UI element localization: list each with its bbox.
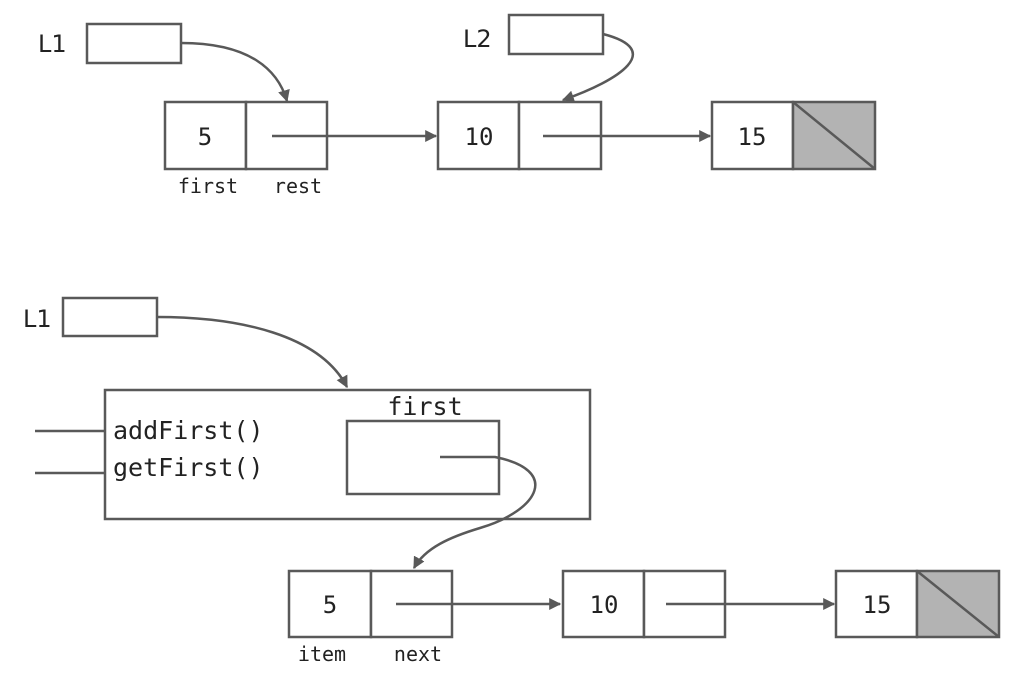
get-first-method-label: getFirst(): [113, 453, 264, 482]
top-node-3-value: 15: [738, 123, 767, 151]
top-node-3-first-cell: [710, 100, 795, 171]
top-first-field-label: first: [178, 174, 238, 198]
top-l2-pointer-box: [507, 13, 605, 56]
bottom-node-1-item-cell: [287, 569, 373, 639]
item-field-label: item: [298, 642, 346, 666]
bottom-node-2-item-cell: [561, 569, 646, 639]
top-diagram: L1 L2 5 first rest 10 15: [38, 13, 877, 198]
top-node-1-value: 5: [198, 123, 212, 151]
bottom-l1-label: L1: [23, 305, 52, 333]
top-l1-pointer-box: [85, 22, 183, 65]
top-l2-arrow: [561, 32, 635, 103]
bottom-diagram: L1 addFirst() getFirst() first 5 item ne…: [23, 296, 1001, 666]
add-first-method-label: addFirst(): [113, 416, 264, 445]
top-l1-label: L1: [38, 30, 67, 58]
first-field-arrow: [412, 455, 537, 570]
bottom-node-3-value: 15: [863, 591, 892, 619]
top-l2-label: L2: [463, 25, 492, 53]
bottom-node-3-null-slash: [916, 570, 1000, 638]
bottom-l1-arrow: [156, 315, 349, 389]
top-l1-arrow: [180, 41, 290, 103]
top-node-3-null-slash: [792, 101, 876, 170]
bottom-l1-pointer-box: [61, 296, 159, 338]
first-field-name: first: [387, 392, 462, 421]
bottom-node-3-item-cell: [834, 569, 919, 639]
bottom-node-2-value: 10: [590, 591, 619, 619]
next-field-label: next: [394, 642, 442, 666]
top-node-2-value: 10: [465, 123, 494, 151]
top-rest-field-label: rest: [274, 174, 322, 198]
bottom-node-1-value: 5: [323, 591, 337, 619]
top-node-2-first-cell: [436, 100, 521, 171]
